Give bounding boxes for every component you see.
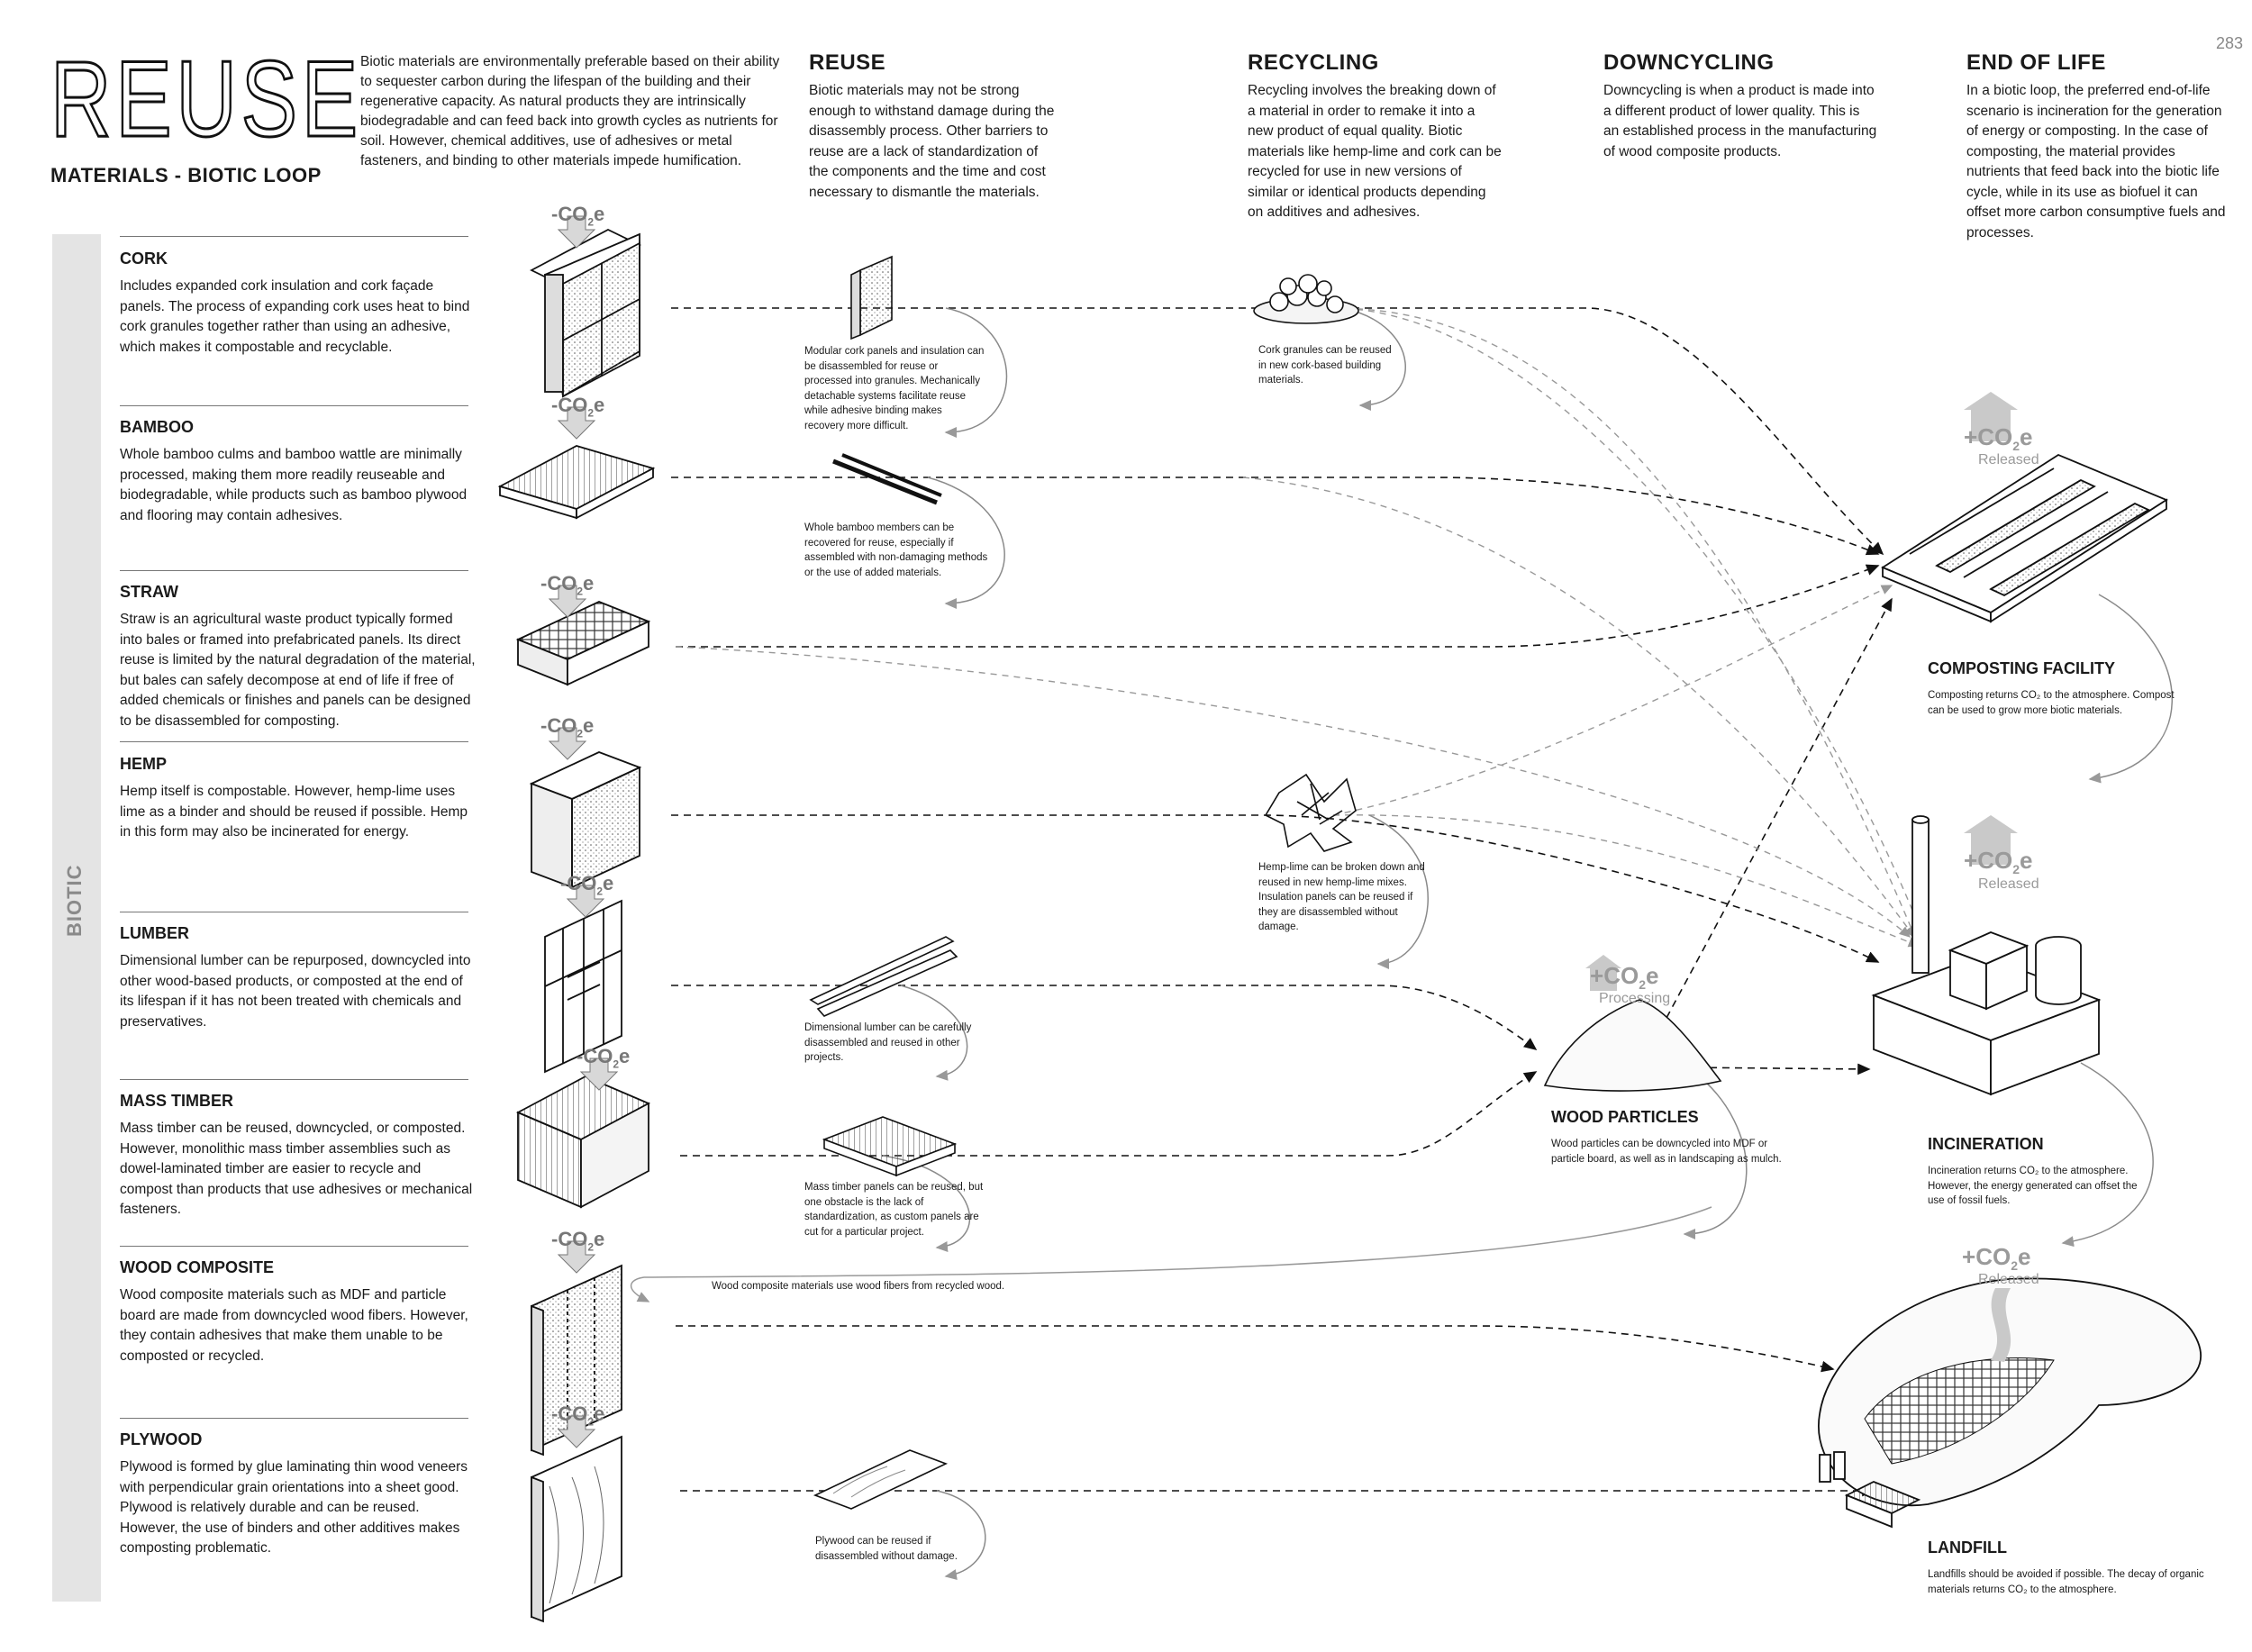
lumber-frame-icon bbox=[544, 899, 622, 1074]
note-cork-reuse: Modular cork panels and insulation can b… bbox=[804, 346, 985, 431]
plywood-sheet-icon bbox=[531, 1435, 622, 1623]
co2e-label: -CO2e bbox=[577, 1045, 631, 1071]
biotic-side-bar bbox=[52, 234, 101, 1602]
incineration-title: INCINERATION bbox=[1928, 1135, 2044, 1153]
flow-lines-primary bbox=[671, 307, 1893, 1497]
note-wood-composite-loop: Wood composite materials use wood fibers… bbox=[712, 1281, 1005, 1292]
released-label: Released bbox=[1978, 876, 2039, 892]
co2e-label: -CO2e bbox=[551, 1228, 605, 1254]
mass-timber-icon bbox=[515, 1076, 651, 1209]
note-bamboo-reuse: Whole bamboo members can be recovered fo… bbox=[804, 522, 988, 578]
cork-granules-icon bbox=[1253, 274, 1359, 324]
note-lumber-reuse: Dimensional lumber can be carefully disa… bbox=[804, 1022, 972, 1063]
landfill-desc: Landfills should be avoided if possible.… bbox=[1928, 1569, 2204, 1595]
row-divider bbox=[120, 1418, 468, 1419]
co2e-released-label: +CO2e bbox=[1964, 423, 2033, 454]
facility-icons bbox=[1818, 453, 2202, 1529]
material-desc-plywood: Plywood is formed by glue laminating thi… bbox=[120, 1459, 468, 1556]
bamboo-wattle-icon bbox=[497, 445, 656, 520]
released-label: Released bbox=[1978, 1272, 2039, 1287]
material-desc-wood-composite: Wood composite materials such as MDF and… bbox=[120, 1287, 468, 1364]
material-title-mass-timber: MASS TIMBER bbox=[120, 1092, 233, 1110]
material-title-bamboo: BAMBOO bbox=[120, 418, 194, 436]
flow-lines-secondary bbox=[675, 307, 1925, 948]
material-desc-bamboo: Whole bamboo culms and bamboo wattle are… bbox=[120, 447, 468, 523]
column-text-recycling: Recycling involves the breaking down of … bbox=[1248, 83, 1502, 220]
note-mass-timber-reuse: Mass timber panels can be reused, but on… bbox=[804, 1182, 984, 1238]
co2e-label: -CO2e bbox=[551, 1402, 605, 1429]
material-desc-hemp: Hemp itself is compostable. However, hem… bbox=[120, 784, 468, 840]
co2e-label: -CO2e bbox=[551, 203, 605, 229]
note-hemp-recycle: Hemp-lime can be broken down and reused … bbox=[1258, 862, 1425, 932]
page-number: 283 bbox=[2216, 34, 2244, 52]
material-desc-mass-timber: Mass timber can be reused, downcycled, o… bbox=[120, 1121, 473, 1217]
straw-panel-icon bbox=[515, 601, 651, 686]
note-plywood-reuse: Plywood can be reused if disassembled wi… bbox=[815, 1536, 958, 1562]
row-divider bbox=[120, 1079, 468, 1080]
composting-facility-desc: Composting returns CO₂ to the atmosphere… bbox=[1928, 690, 2175, 716]
wood-composite-icon bbox=[531, 1264, 622, 1457]
hemp-block-icon bbox=[529, 751, 642, 889]
co2-capture-arrows bbox=[548, 215, 619, 1448]
row-divider bbox=[120, 236, 468, 237]
row-divider bbox=[120, 405, 468, 406]
note-cork-recycle: Cork granules can be reused in new cork-… bbox=[1258, 345, 1392, 386]
released-label: Released bbox=[1978, 452, 2039, 467]
page-subtitle: MATERIALS - BIOTIC LOOP bbox=[50, 164, 322, 186]
column-heading-recycling: RECYCLING bbox=[1248, 50, 1379, 75]
co2e-released-label: +CO2e bbox=[1962, 1243, 2031, 1274]
lumber-pieces-icon bbox=[809, 936, 958, 1017]
row-divider bbox=[120, 1246, 468, 1247]
hemp-lime-crushed-icon bbox=[1264, 773, 1357, 852]
material-title-hemp: HEMP bbox=[120, 755, 168, 773]
co2e-label: -CO2e bbox=[551, 394, 605, 420]
material-title-straw: STRAW bbox=[120, 583, 178, 601]
bamboo-culms-icon bbox=[832, 453, 942, 505]
reuse-icons bbox=[809, 255, 1722, 1510]
material-title-wood-composite: WOOD COMPOSITE bbox=[120, 1258, 274, 1276]
column-text-downcycling: Downcycling is when a product is made in… bbox=[1603, 83, 1877, 159]
intro-text: Biotic materials are environmentally pre… bbox=[360, 54, 780, 168]
co2e-processing-label: +CO2e bbox=[1590, 962, 1659, 993]
composting-facility-icon bbox=[1881, 453, 2168, 623]
column-text-reuse: Biotic materials may not be strong enoug… bbox=[809, 83, 1055, 200]
wood-particles-desc: Wood particles can be downcycled into MD… bbox=[1551, 1139, 1782, 1165]
cork-reuse-panels-icon bbox=[850, 255, 893, 340]
material-desc-straw: Straw is an agricultural waste product t… bbox=[120, 612, 476, 729]
cork-panel-icon bbox=[530, 228, 641, 398]
page-title: REUSE bbox=[50, 39, 362, 159]
material-icons bbox=[497, 228, 656, 1623]
material-desc-lumber: Dimensional lumber can be repurposed, do… bbox=[120, 953, 471, 1030]
column-text-end-of-life: In a biotic loop, the preferred end-of-l… bbox=[1966, 83, 2226, 241]
co2e-label: -CO2e bbox=[540, 572, 595, 598]
wood-particles-title: WOOD PARTICLES bbox=[1551, 1108, 1699, 1126]
material-title-plywood: PLYWOOD bbox=[120, 1430, 203, 1448]
composting-facility-title: COMPOSTING FACILITY bbox=[1928, 659, 2116, 677]
landfill-title: LANDFILL bbox=[1928, 1539, 2007, 1557]
wood-particles-pile-icon bbox=[1543, 999, 1722, 1092]
co2e-label: -CO2e bbox=[560, 872, 614, 898]
co2e-label: -CO2e bbox=[540, 714, 595, 740]
material-desc-cork: Includes expanded cork insulation and co… bbox=[120, 278, 470, 355]
material-title-cork: CORK bbox=[120, 250, 168, 268]
landfill-icon bbox=[1818, 1277, 2202, 1529]
column-heading-downcycling: DOWNCYCLING bbox=[1603, 50, 1775, 75]
mass-timber-panel-icon bbox=[822, 1116, 958, 1177]
incineration-facility-icon bbox=[1871, 815, 2102, 1096]
row-divider bbox=[120, 570, 468, 571]
column-heading-end-of-life: END OF LIFE bbox=[1966, 50, 2106, 75]
column-heading-reuse: REUSE bbox=[809, 50, 886, 75]
material-title-lumber: LUMBER bbox=[120, 924, 189, 942]
co2-release-arrows bbox=[1585, 392, 2018, 1362]
co2e-released-label: +CO2e bbox=[1964, 847, 2033, 877]
processing-label: Processing bbox=[1599, 991, 1671, 1006]
row-divider bbox=[120, 741, 468, 742]
incineration-desc: Incineration returns CO₂ to the atmosphe… bbox=[1928, 1166, 2138, 1206]
plywood-reuse-sheet-icon bbox=[813, 1449, 949, 1510]
